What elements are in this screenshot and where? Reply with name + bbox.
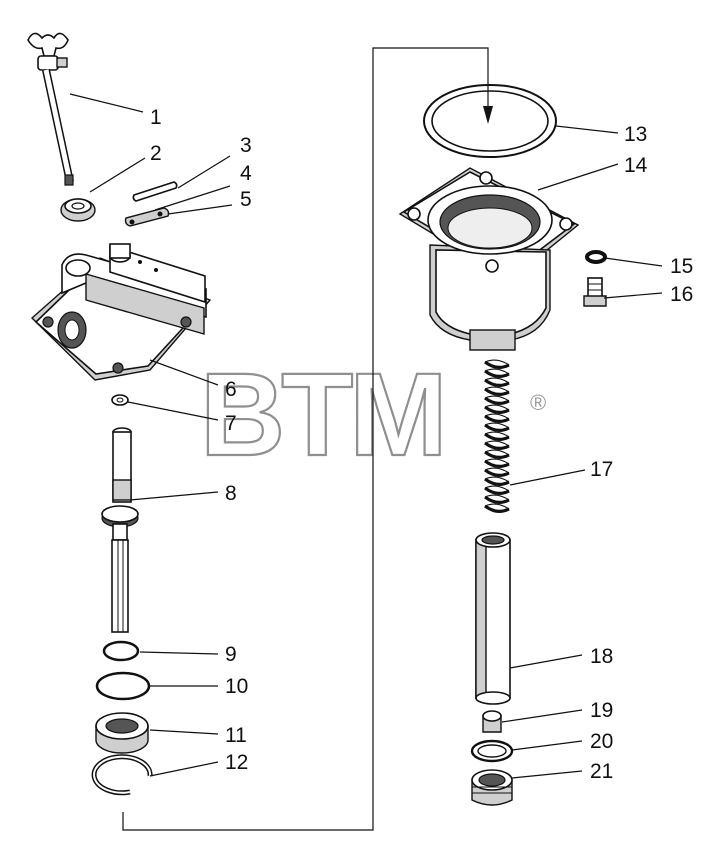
assembly-arrowhead bbox=[483, 106, 493, 124]
callout-14: 14 bbox=[624, 154, 648, 177]
part-21-screw-plug bbox=[471, 769, 513, 806]
callout-9: 9 bbox=[225, 643, 237, 666]
part-1-wing-bolt-dipstick bbox=[27, 32, 74, 186]
spring-coil-front bbox=[484, 441, 510, 450]
part-10-o-ring bbox=[95, 671, 151, 701]
spring-coil-back bbox=[484, 503, 510, 510]
spring-coil-back bbox=[484, 458, 510, 465]
callout-6: 6 bbox=[225, 378, 237, 401]
part-20-seal-ring bbox=[470, 739, 514, 763]
spring-coil-back bbox=[484, 413, 510, 420]
callout-7: 7 bbox=[225, 412, 237, 435]
watermark-registered-mark: ® bbox=[530, 390, 546, 415]
callout-5: 5 bbox=[240, 188, 252, 211]
spring-coil-front bbox=[484, 477, 510, 486]
part-5-plate bbox=[124, 207, 170, 227]
spring-coil-front bbox=[484, 504, 510, 513]
callout-labels: 1 2 3 4 5 6 7 8 9 10 11 12 13 14 15 16 1… bbox=[150, 106, 693, 783]
part-15-lock-washer bbox=[585, 250, 607, 264]
watermark-text: BTM bbox=[200, 349, 444, 481]
spring-coil-front bbox=[484, 450, 510, 459]
spring-coil-front bbox=[484, 495, 510, 504]
spring-coil-front bbox=[484, 369, 510, 378]
spring-coil-back bbox=[484, 395, 510, 402]
assembly-connector-line bbox=[122, 47, 489, 831]
spring-coil-front bbox=[484, 360, 510, 369]
part-9-o-ring bbox=[102, 640, 140, 662]
part-17-spring bbox=[484, 359, 510, 513]
spring-coil-back bbox=[484, 440, 510, 447]
spring-coil-back bbox=[484, 485, 510, 492]
callout-16: 16 bbox=[670, 283, 693, 306]
leader-lines bbox=[69, 93, 663, 779]
part-19-plug bbox=[482, 710, 502, 733]
spring-coil-back bbox=[484, 449, 510, 456]
callout-15: 15 bbox=[670, 255, 693, 278]
callout-11: 11 bbox=[225, 724, 247, 747]
callout-19: 19 bbox=[590, 699, 613, 722]
callout-1: 1 bbox=[150, 106, 162, 129]
callout-18: 18 bbox=[590, 645, 613, 668]
part-18-tube bbox=[475, 532, 511, 705]
callout-21: 21 bbox=[590, 760, 613, 783]
callout-20: 20 bbox=[590, 730, 613, 753]
spring-coil-front bbox=[484, 432, 510, 441]
callout-13: 13 bbox=[624, 123, 647, 146]
part-2-seal bbox=[60, 198, 96, 222]
part-7-washer bbox=[111, 394, 129, 406]
spring-coil-back bbox=[484, 467, 510, 474]
spring-coil-back bbox=[484, 422, 510, 429]
part-3-pin bbox=[132, 181, 178, 202]
callout-2: 2 bbox=[150, 142, 162, 165]
callout-12: 12 bbox=[225, 751, 248, 774]
spring-coil-back bbox=[484, 359, 510, 366]
spring-coil-back bbox=[484, 494, 510, 501]
spring-coil-front bbox=[484, 405, 510, 414]
spring-coil-back bbox=[484, 386, 510, 393]
part-12-circlip bbox=[91, 754, 153, 796]
part-13-gasket bbox=[423, 84, 557, 158]
part-11-bushing bbox=[95, 712, 149, 754]
spring-coil-front bbox=[484, 468, 510, 477]
spring-coil-back bbox=[484, 377, 510, 384]
part-6-housing bbox=[30, 243, 212, 381]
part-8-shaft bbox=[101, 427, 139, 633]
spring-coil-front bbox=[484, 486, 510, 495]
spring-coil-back bbox=[484, 431, 510, 438]
callout-3: 3 bbox=[240, 134, 252, 157]
callout-10: 10 bbox=[225, 675, 248, 698]
part-16-bolt bbox=[583, 277, 607, 307]
spring-coil-back bbox=[484, 476, 510, 483]
part-14-cylinder-housing bbox=[398, 167, 580, 351]
spring-coil-front bbox=[484, 396, 510, 405]
spring-coil-back bbox=[484, 368, 510, 375]
callout-8: 8 bbox=[225, 482, 237, 505]
spring-coil-front bbox=[484, 459, 510, 468]
callout-4: 4 bbox=[240, 162, 252, 185]
spring-coil-front bbox=[484, 378, 510, 387]
callout-17: 17 bbox=[590, 458, 613, 481]
spring-coil-front bbox=[484, 414, 510, 423]
spring-coil-front bbox=[484, 423, 510, 432]
spring-coil-back bbox=[484, 404, 510, 411]
spring-coil-front bbox=[484, 387, 510, 396]
watermark: BTM ® bbox=[199, 348, 546, 482]
